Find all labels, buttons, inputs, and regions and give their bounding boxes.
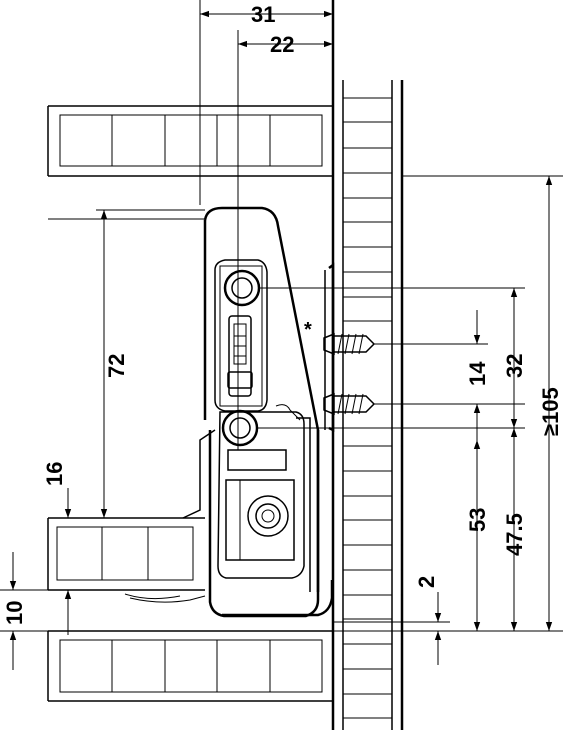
dimension-2-label: 2 [414, 576, 439, 588]
dimension-14: 14 [465, 310, 490, 440]
lower-clip-body [182, 404, 305, 579]
dimension-32-label: 32 [502, 354, 527, 378]
dimension-min-105-label: ≥105 [538, 387, 563, 436]
dimension-16: 16 [42, 462, 72, 518]
dimension-min-105: ≥105 [538, 176, 563, 631]
lower-pivot-circle [221, 409, 259, 447]
mounting-plate [324, 262, 335, 433]
dimension-47-5-label: 47.5 [502, 513, 527, 556]
lower-screw [323, 392, 376, 416]
dimension-31: 31 [199, 0, 333, 205]
cabinet-side-wall [331, 0, 404, 730]
dimension-53-label: 53 [465, 508, 490, 532]
dimension-31-label: 31 [251, 2, 275, 27]
dimension-10: 10 [0, 552, 72, 670]
dimension-14-label: 14 [465, 361, 490, 386]
runner-housing [203, 206, 334, 618]
dimension-72-label: 72 [104, 354, 129, 378]
drawer-bottom-panel [47, 517, 205, 591]
dimension-53: 53 [465, 440, 490, 631]
lower-drawer-panel [47, 630, 333, 702]
runner-rail [124, 417, 320, 603]
asterisk-note: * [304, 319, 312, 341]
upper-screw [323, 332, 376, 356]
dimension-22-label: 22 [270, 32, 294, 57]
dimension-32: 32 [502, 288, 527, 428]
upper-pivot-circle [223, 269, 261, 307]
dimension-16-label: 16 [42, 462, 67, 486]
dimension-47-5: 47.5 [502, 428, 527, 631]
dimension-72: 72 [48, 209, 205, 518]
dimension-2: 2 [414, 576, 442, 665]
dimension-22: 22 [237, 30, 333, 450]
adjustment-slot [227, 315, 253, 397]
dimension-10-label: 10 [2, 601, 27, 625]
upper-drawer-panel [47, 105, 333, 177]
reference-lines [258, 175, 563, 632]
